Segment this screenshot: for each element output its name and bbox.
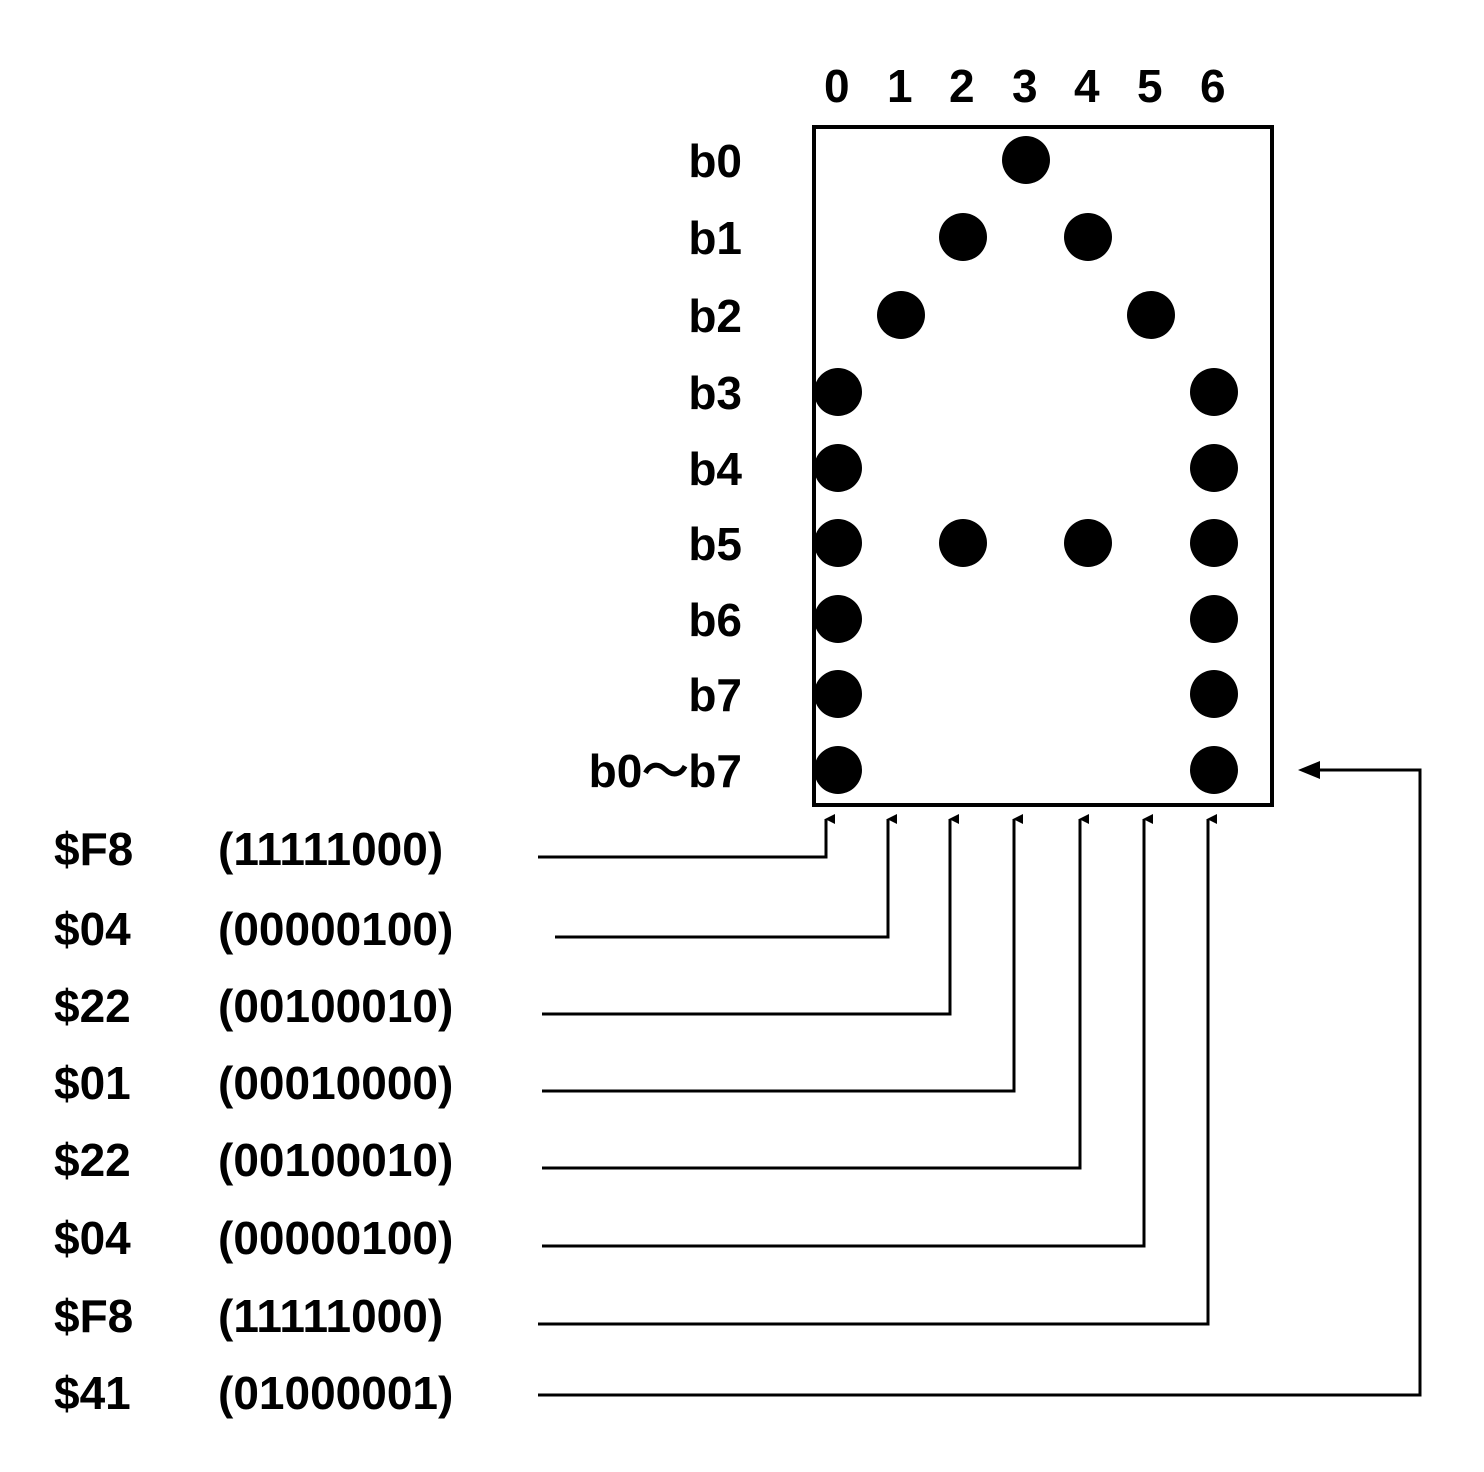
arrowhead-all-bits-row xyxy=(1298,761,1320,779)
connector-lines xyxy=(538,761,1422,1397)
dot-r8-c6 xyxy=(1190,746,1238,794)
row-label-b7: b7 xyxy=(688,669,742,721)
dot-r8-c0 xyxy=(814,746,862,794)
row-label-b5: b5 xyxy=(688,518,742,570)
byte-list: $F8 (11111000) $04 (00000100) $22 (00100010) $… xyxy=(54,823,453,1419)
row-label-b1: b1 xyxy=(688,212,742,264)
dot-r2-c5 xyxy=(1127,291,1175,339)
byte-hex-5: $04 xyxy=(54,1212,131,1264)
row-label-b6: b6 xyxy=(688,594,742,646)
dot-r6-c0 xyxy=(814,595,862,643)
dot-r4-c0 xyxy=(814,444,862,492)
dot-r3-c6 xyxy=(1190,368,1238,416)
dot-r5-c4 xyxy=(1064,519,1112,567)
byte-binary-5: (00000100) xyxy=(218,1212,453,1264)
dot-r2-c1 xyxy=(877,291,925,339)
column-label-0: 0 xyxy=(824,60,850,112)
byte-hex-4: $22 xyxy=(54,1134,131,1186)
column-label-4: 4 xyxy=(1074,60,1100,112)
connector-column-0 xyxy=(538,814,835,859)
byte-hex-1: $04 xyxy=(54,903,131,955)
connector-column-5 xyxy=(542,814,1153,1248)
row-label-b2: b2 xyxy=(688,290,742,342)
row-label-b0: b0 xyxy=(688,135,742,187)
column-label-1: 1 xyxy=(887,60,913,112)
byte-hex-3: $01 xyxy=(54,1057,131,1109)
dot-r7-c6 xyxy=(1190,670,1238,718)
dot-r1-c4 xyxy=(1064,213,1112,261)
column-label-2: 2 xyxy=(949,60,975,112)
byte-binary-7: (01000001) xyxy=(218,1367,453,1419)
connector-column-4 xyxy=(542,814,1089,1170)
row-label-b4: b4 xyxy=(688,443,742,495)
column-label-5: 5 xyxy=(1137,60,1163,112)
byte-hex-0: $F8 xyxy=(54,823,133,875)
dot-r5-c6 xyxy=(1190,519,1238,567)
dot-r3-c0 xyxy=(814,368,862,416)
dot-r0-c3 xyxy=(1002,136,1050,184)
byte-binary-3: (00010000) xyxy=(218,1057,453,1109)
dot-r4-c6 xyxy=(1190,444,1238,492)
row-label-b3: b3 xyxy=(688,367,742,419)
matrix-frame xyxy=(812,125,1274,807)
byte-hex-6: $F8 xyxy=(54,1290,133,1342)
byte-binary-6: (11111000) xyxy=(218,1290,443,1342)
dot-r6-c6 xyxy=(1190,595,1238,643)
byte-binary-1: (00000100) xyxy=(218,903,453,955)
dot-r5-c2 xyxy=(939,519,987,567)
byte-hex-7: $41 xyxy=(54,1367,131,1419)
connector-column-6 xyxy=(538,814,1217,1326)
dot-r5-c0 xyxy=(814,519,862,567)
column-label-6: 6 xyxy=(1200,60,1226,112)
byte-binary-4: (00100010) xyxy=(218,1134,453,1186)
column-label-3: 3 xyxy=(1012,60,1038,112)
row-label-all-bits: b0～b7 xyxy=(589,745,742,797)
dot-r7-c0 xyxy=(814,670,862,718)
dot-grid xyxy=(814,136,1238,794)
dot-r1-c2 xyxy=(939,213,987,261)
byte-hex-2: $22 xyxy=(54,980,131,1032)
byte-binary-2: (00100010) xyxy=(218,980,453,1032)
row-labels: b0 b1 b2 b3 b4 b5 b6 b7 b0～b7 xyxy=(589,135,743,797)
connector-column-3 xyxy=(542,814,1023,1093)
connector-all-bits-row xyxy=(538,768,1422,1397)
byte-binary-0: (11111000) xyxy=(218,823,443,875)
connector-column-2 xyxy=(542,814,959,1016)
connector-column-1 xyxy=(555,814,897,939)
